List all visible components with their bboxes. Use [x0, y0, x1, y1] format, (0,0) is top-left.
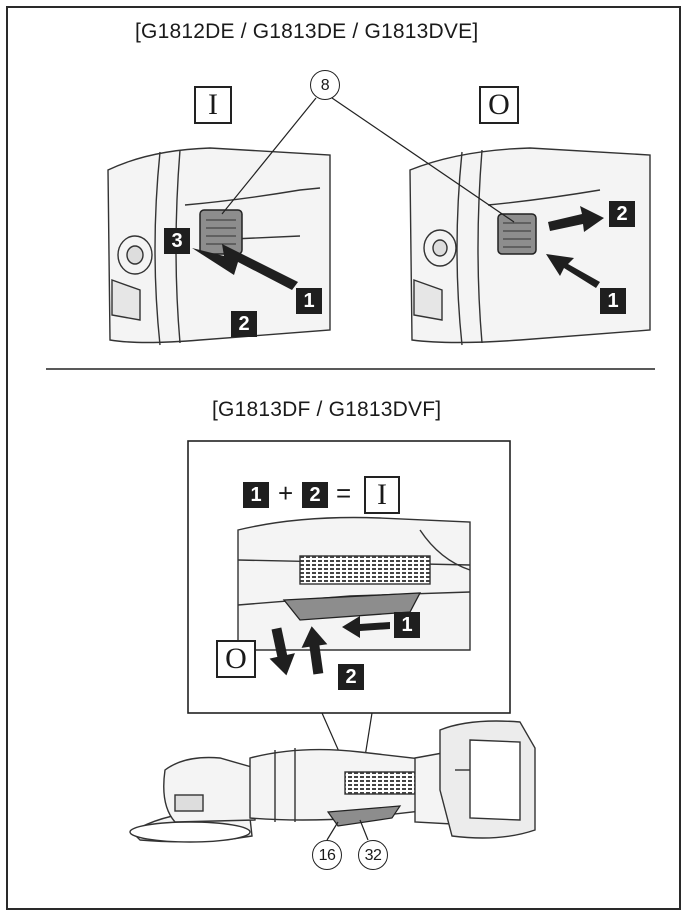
callout-8-leader-left [221, 97, 317, 215]
slide-switch-off [497, 213, 537, 255]
detail-step-badge-1: 1 [394, 612, 420, 638]
equation-equals: = [336, 478, 352, 508]
step-badge-3-on: 3 [164, 228, 190, 254]
equation-step-1: 1 [243, 482, 269, 508]
step-badge-1-on: 1 [296, 288, 322, 314]
arrow-slide-2-off [548, 206, 604, 232]
step-badge-2-on: 2 [231, 311, 257, 337]
detail-step-badge-2: 2 [338, 664, 364, 690]
on-symbol-box: I [194, 86, 232, 124]
callout-8: 8 [310, 70, 340, 100]
callout-32: 32 [358, 840, 388, 870]
angle-grinder-illustration [129, 720, 536, 843]
callout-16-leader [326, 821, 339, 841]
step-badge-1-off: 1 [600, 288, 626, 314]
paddle-switch-full [326, 805, 402, 827]
slide-switch-on [199, 209, 243, 255]
off-symbol-box: O [479, 86, 519, 124]
arrow-press-1-on [192, 244, 298, 290]
manual-page-frame [6, 6, 681, 910]
arrow-press-1-off [546, 254, 600, 288]
equation-plus: + [278, 478, 294, 508]
arrow-release-o [269, 627, 295, 676]
equation-on-symbol: I [364, 476, 400, 514]
callout-32-leader [359, 819, 369, 841]
top-model-heading: [G1812DE / G1813DE / G1813DVE] [135, 20, 479, 43]
arrow-push-1 [342, 616, 390, 638]
callout-16: 16 [312, 840, 342, 870]
callout-8-leader-right [331, 97, 515, 223]
bottom-model-heading: [G1813DF / G1813DVF] [212, 398, 442, 421]
detail-off-symbol: O [216, 640, 256, 678]
equation-step-2: 2 [302, 482, 328, 508]
arrow-lift-2 [301, 626, 328, 675]
step-badge-2-off: 2 [609, 201, 635, 227]
